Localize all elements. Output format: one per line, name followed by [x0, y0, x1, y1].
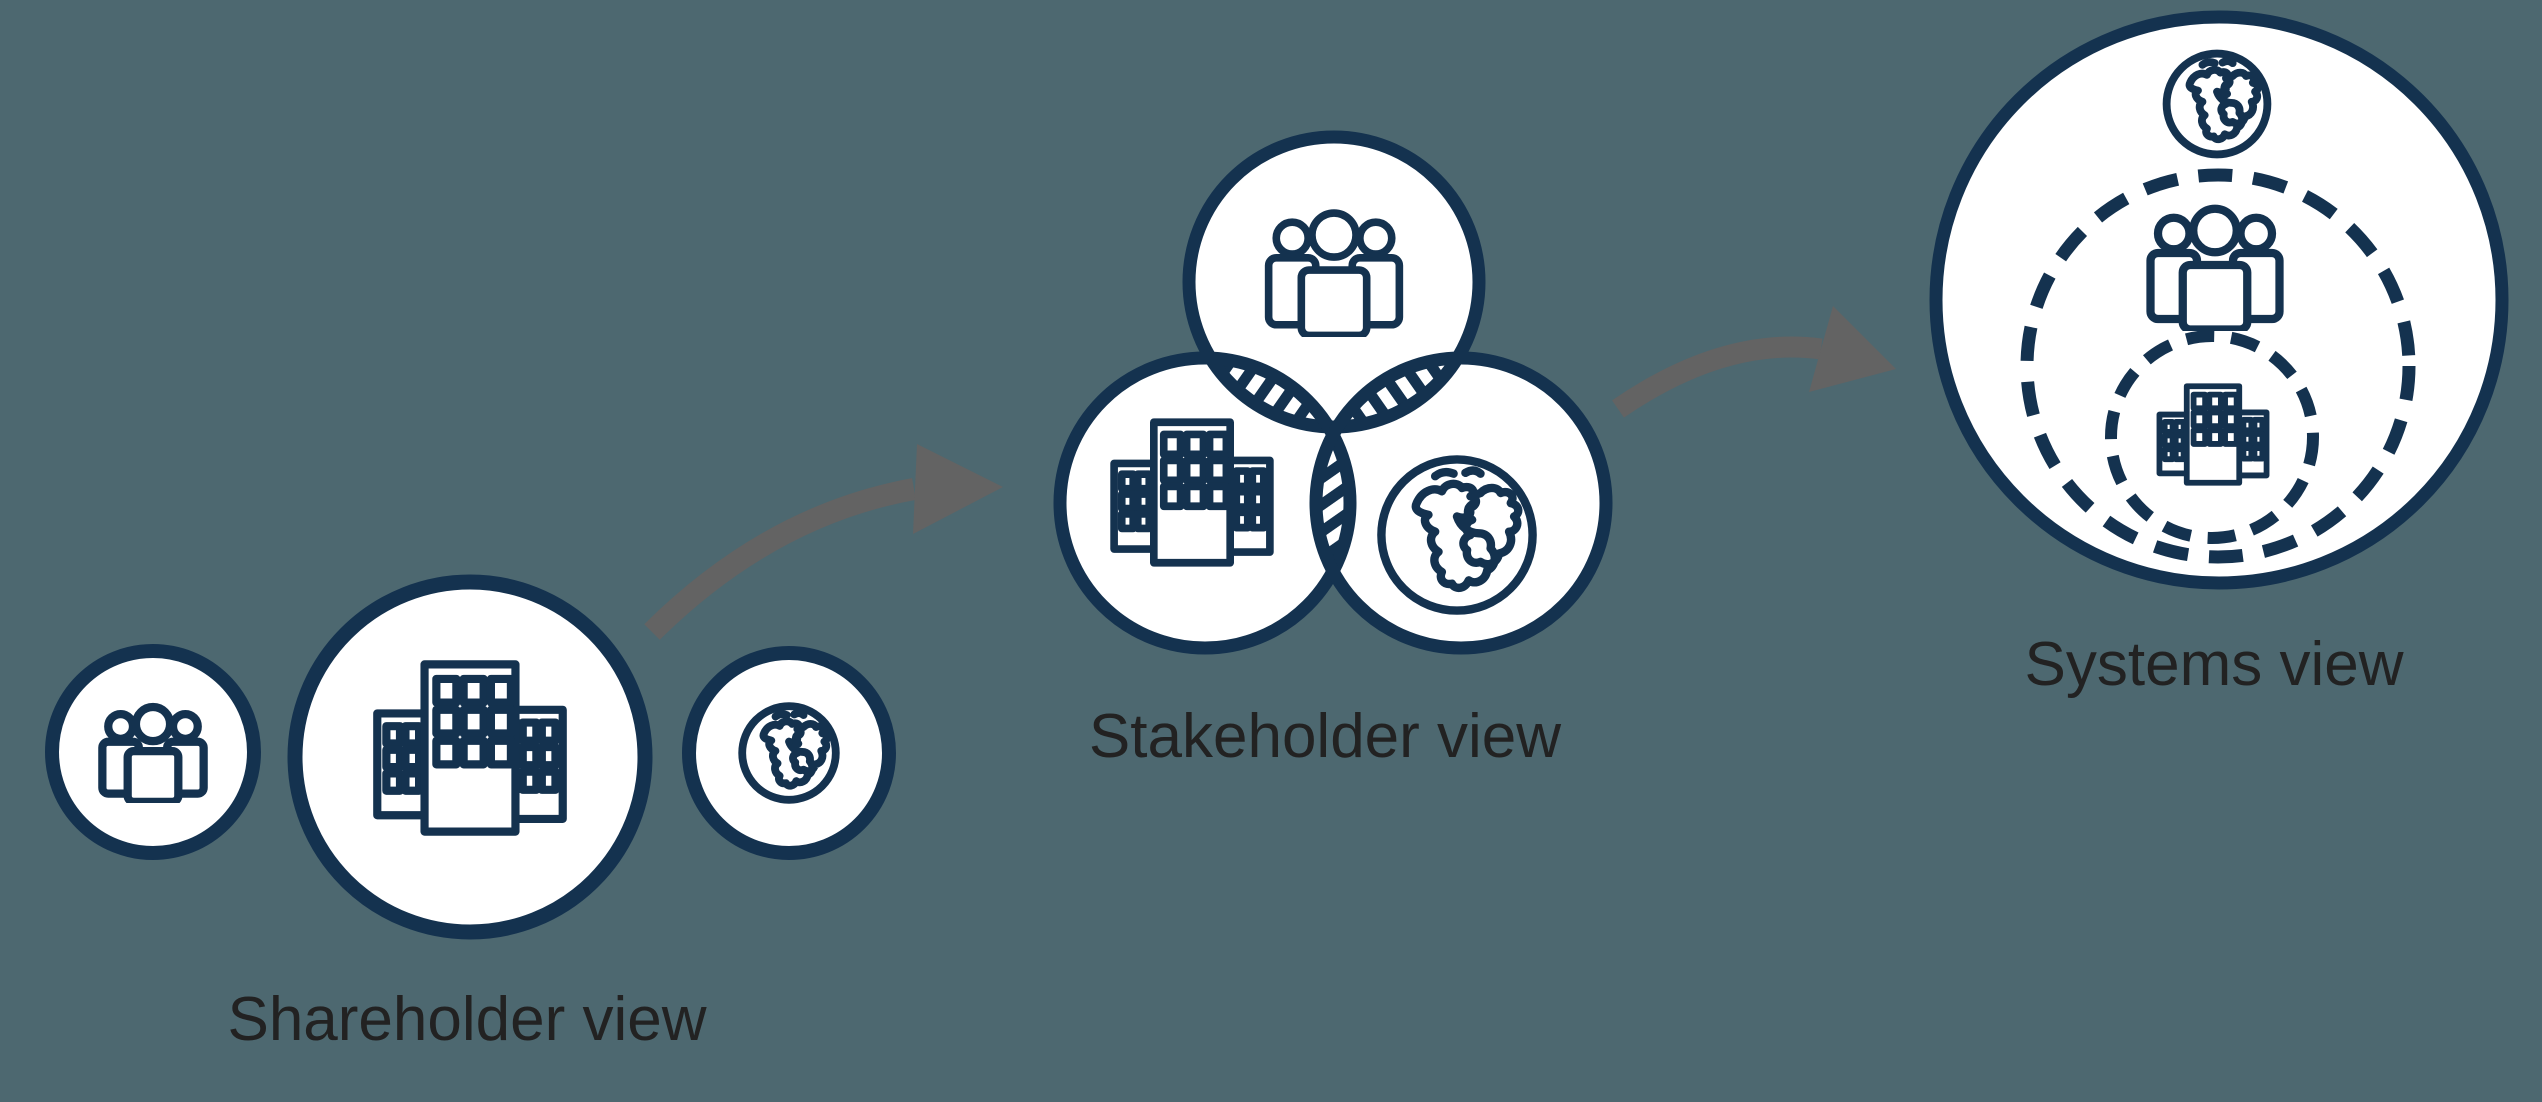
stakeholder-group: Stakeholder view: [1053, 130, 1613, 771]
stakeholder-view-label: Stakeholder view: [1089, 702, 1561, 771]
systems-dashed-circle-large: [2020, 168, 2416, 564]
systems-dashed-circle-small: [2105, 330, 2319, 544]
people-icon: [2151, 209, 2280, 330]
systems-view-label: Systems view: [2025, 630, 2404, 699]
globe-icon: [2167, 54, 2268, 155]
arrow-stakeholder-to-systems: [1612, 306, 1896, 418]
people-icon: [102, 707, 203, 802]
venn-left-circle: [1053, 351, 1357, 655]
shareholder-view-label: Shareholder view: [227, 985, 706, 1054]
arrow-shareholder-to-stakeholder: [644, 444, 1003, 640]
arrow-head-icon: [913, 444, 1003, 534]
globe-icon: [1381, 459, 1532, 610]
arrow-curve: [644, 478, 916, 640]
venn-right-circle: [1309, 351, 1613, 655]
globe-icon: [742, 706, 836, 800]
arrow-curve: [1612, 336, 1823, 418]
people-icon: [1269, 213, 1400, 335]
systems-group: Systems view: [1929, 10, 2509, 699]
arrow-head-icon: [1809, 306, 1896, 392]
shareholder-group: Shareholder view: [45, 574, 896, 1054]
